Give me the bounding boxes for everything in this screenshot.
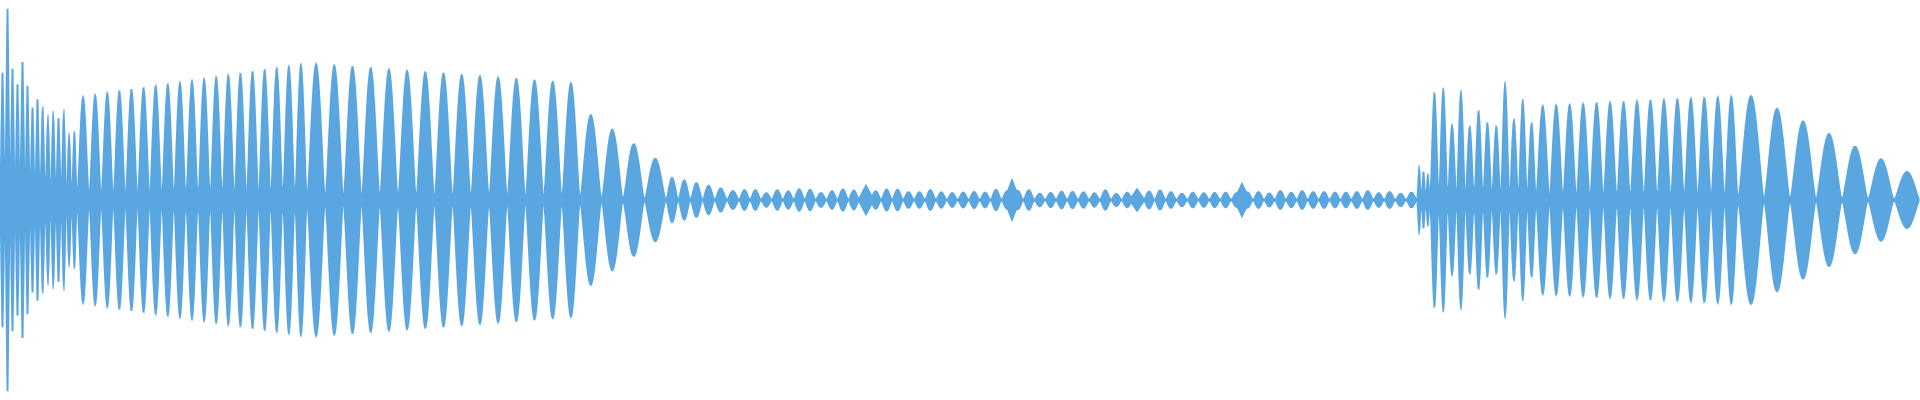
waveform-envelope — [0, 8, 1920, 392]
